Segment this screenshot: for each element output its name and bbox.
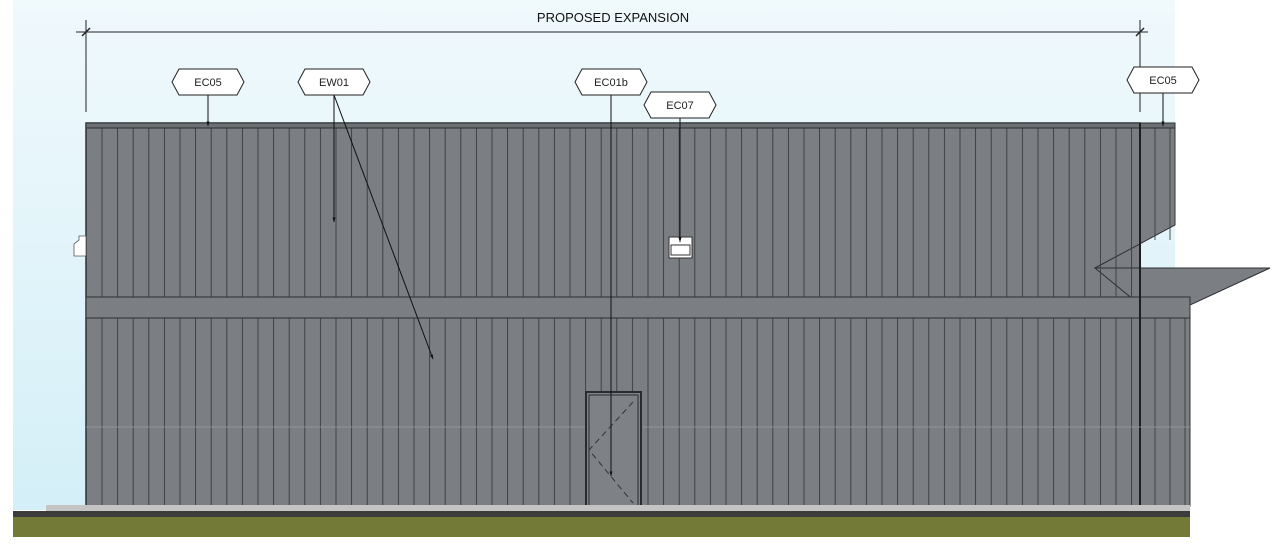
- keynote-tag-label: EW01: [319, 77, 349, 89]
- keynote-tag-EC05: EC05: [171, 68, 245, 96]
- mid-band: [85, 296, 1191, 319]
- keynote-tag-EC05-right: EC05: [1126, 66, 1200, 94]
- keynote-tag-EC07: EC07: [643, 91, 717, 119]
- left-wall-fixture-icon: [73, 235, 87, 257]
- ground-slab: [46, 505, 1190, 511]
- dimension-line: [76, 20, 1148, 112]
- keynote-tag-label: EC05: [194, 77, 222, 89]
- ground: [13, 505, 1190, 537]
- keynote-tag-label: EC01b: [594, 77, 628, 89]
- side-wall-lower: [1139, 296, 1191, 507]
- dimension-label: PROPOSED EXPANSION: [537, 10, 689, 25]
- door-swing-lines: [588, 401, 634, 504]
- building: [85, 122, 1271, 507]
- keynote-tag-label: EC07: [666, 100, 694, 112]
- keynote-tag-EW01: EW01: [297, 68, 371, 96]
- cladding-seams: [101, 128, 1186, 505]
- keynote-tag-EC01b: EC01b: [574, 68, 648, 96]
- keynote-tag-label: EC05: [1149, 75, 1177, 87]
- leader-lines: [206, 93, 1165, 477]
- ground-dark-strip: [13, 511, 1190, 517]
- wall-light-fixture: [668, 236, 693, 259]
- grass-strip: [13, 517, 1190, 537]
- door: [585, 391, 642, 507]
- roof-cap: [85, 122, 1176, 129]
